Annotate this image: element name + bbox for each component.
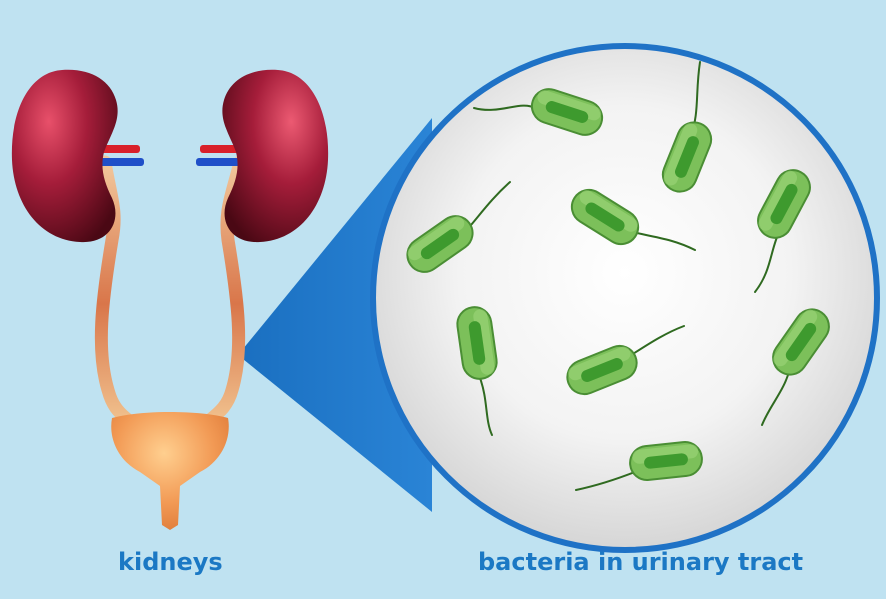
left-renal-vessels [96, 145, 144, 166]
right-kidney [222, 69, 329, 243]
right-renal-vessels [196, 145, 244, 166]
magnifier-lens [370, 43, 880, 553]
left-kidney [11, 69, 118, 243]
bladder [111, 412, 229, 530]
kidneys-label: kidneys [118, 548, 223, 576]
bacterium [627, 439, 705, 483]
bacteria-label: bacteria in urinary tract [478, 548, 804, 576]
